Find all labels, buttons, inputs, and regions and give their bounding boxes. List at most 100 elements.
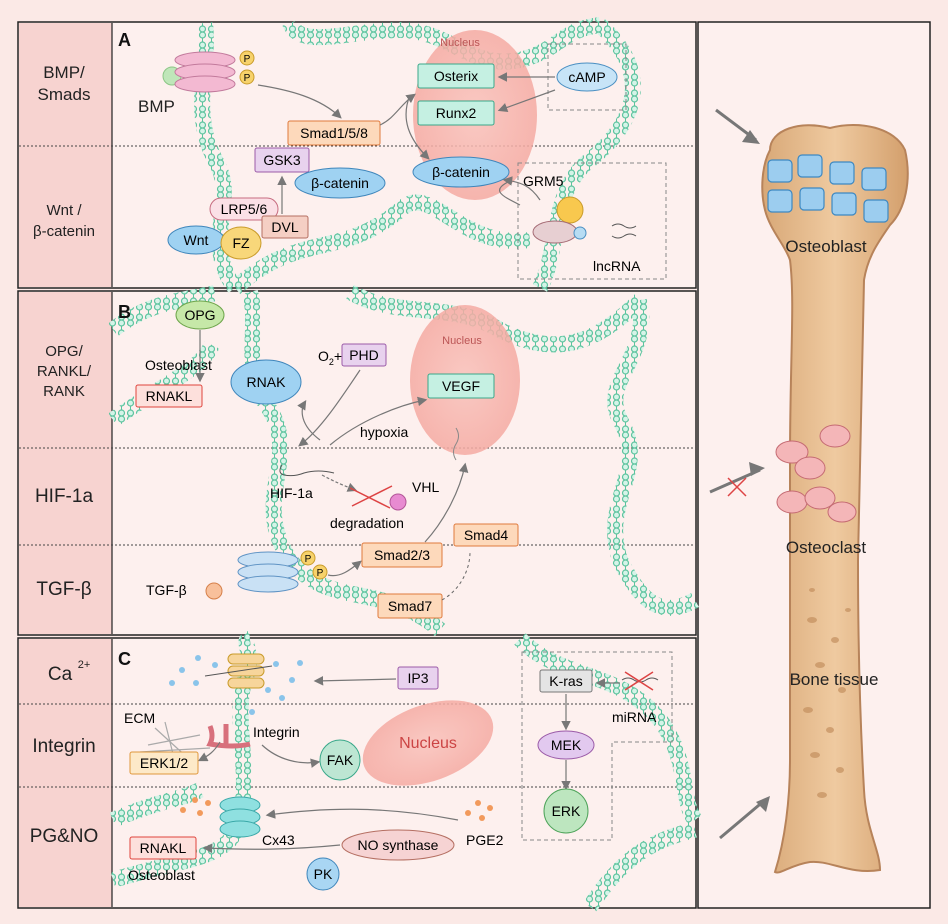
row-dividers [19,145,695,788]
bcatenin-nuc-label: β-catenin [432,164,490,180]
row-labels-c [19,639,112,907]
grm5-ball [556,196,584,224]
phd-box [341,343,387,367]
tgf-receptor: P P [237,550,328,593]
mirna-label: miRNA [612,709,657,725]
row-label-bcatenin: β-catenin [33,223,95,240]
ip3-box [397,666,439,690]
row-label-hif: HIF-1a [35,486,94,507]
lncrna-label: lncRNA [593,258,641,274]
dvl-box [261,215,309,239]
calcium-channel [204,653,273,689]
grm5-receptor [532,220,578,244]
osteoblast-cells [767,154,889,223]
row-label-rankl: RANKL/ [37,363,92,380]
panel-letter-a: A [118,30,131,50]
kras-box [539,669,593,693]
phospho-label-1: P [244,54,251,65]
integrin-receptor [206,724,251,749]
nucleus-label-b: Nucleus [442,335,482,347]
fz-label: FZ [232,235,250,251]
osteoblast-label-b: Osteoblast [145,357,212,373]
row-label-tgf: TGF-β [36,579,91,600]
opg-label: OPG [184,307,215,323]
bone-tissue-label: Bone tissue [790,670,879,689]
rnakl-box-c [129,836,197,860]
nucleus-label-a: Nucleus [440,37,480,49]
osteoclast-cells [775,424,857,523]
hif-label: HIF-1a [270,485,313,501]
osteoclast-label: Osteoclast [786,538,867,557]
grm5-label: GRM5 [523,173,564,189]
nucleus-c [362,700,494,786]
erk12-label: ERK1/2 [140,755,188,771]
row-label-bmp: BMP/ [43,63,85,82]
row-labels-b [19,292,112,634]
bmp-receptor: P P [174,50,255,93]
phospho-label-2: P [244,73,251,84]
erk12-box [129,751,199,775]
o2-label: O2+ [318,348,342,367]
row-label-ca-sup: 2+ [78,659,91,671]
grm5-dashed-box [517,162,667,280]
bcatenin-nuc [412,156,510,188]
smad4-label: Smad4 [464,527,509,543]
grm5-small-ball [573,226,587,240]
dvl-label: DVL [271,219,298,235]
hif-strand [279,464,335,477]
smad158-box [287,120,381,146]
osteoblast-label-bone: Osteoblast [785,237,867,256]
tgfb-label: TGF-β [146,582,187,598]
no-synthase-label: NO synthase [358,837,439,853]
calcium-ions [169,655,303,715]
tgfb-ligand [205,582,223,600]
smad4-box [453,523,519,547]
smad7-box [377,593,443,619]
bmp-label: BMP [138,97,175,116]
runx2-box [417,100,495,126]
smad7-label: Smad7 [388,598,433,614]
pge2-particles-left [180,797,211,816]
mek-ellipse [537,730,595,760]
pk-label: PK [314,866,333,882]
erk-label: ERK [552,803,581,819]
vegf-label: VEGF [442,378,480,394]
lncrna-strand [611,223,637,239]
row-label-integrin: Integrin [32,736,95,757]
vhl-label: VHL [412,479,439,495]
row-label-opg: OPG/ [45,343,83,360]
phospho-label-3: P [305,554,312,565]
pk-circle [306,857,340,891]
phospho-label-4: P [317,568,324,579]
fak-label: FAK [327,752,354,768]
cx43-label: Cx43 [262,832,295,848]
lrp56-box [209,197,279,221]
row-label-pgno: PG&NO [30,826,99,847]
runx2-label: Runx2 [436,105,477,121]
arrow-to-bone-tissue [719,798,766,840]
ip3-label: IP3 [407,670,428,686]
rnak-label: RNAK [247,374,287,390]
rnak-ellipse [230,359,302,405]
row-label-wnt: Wnt / [46,202,82,219]
dna-strand-b [453,427,459,461]
rnakl-label-b: RNAKL [146,388,193,404]
panel-letter-b: B [118,302,131,322]
erk-circle [543,788,589,834]
degradation-label: degradation [330,515,404,531]
cx43-channel [219,796,261,838]
rnakl-label-c: RNAKL [140,840,187,856]
row-label-smads: Smads [38,85,91,104]
mirna-cross [624,671,654,691]
lrp56-label: LRP5/6 [221,201,268,217]
gsk3-label: GSK3 [263,152,301,168]
smad23-label: Smad2/3 [374,547,430,563]
kras-label: K-ras [549,673,582,689]
row-labels-a [19,23,112,287]
row-label-rank: RANK [43,383,85,400]
osterix-label: Osterix [434,68,478,84]
integrin-label: Integrin [253,724,300,740]
smad23-box [361,542,443,568]
pge2-particles-right [465,800,493,821]
